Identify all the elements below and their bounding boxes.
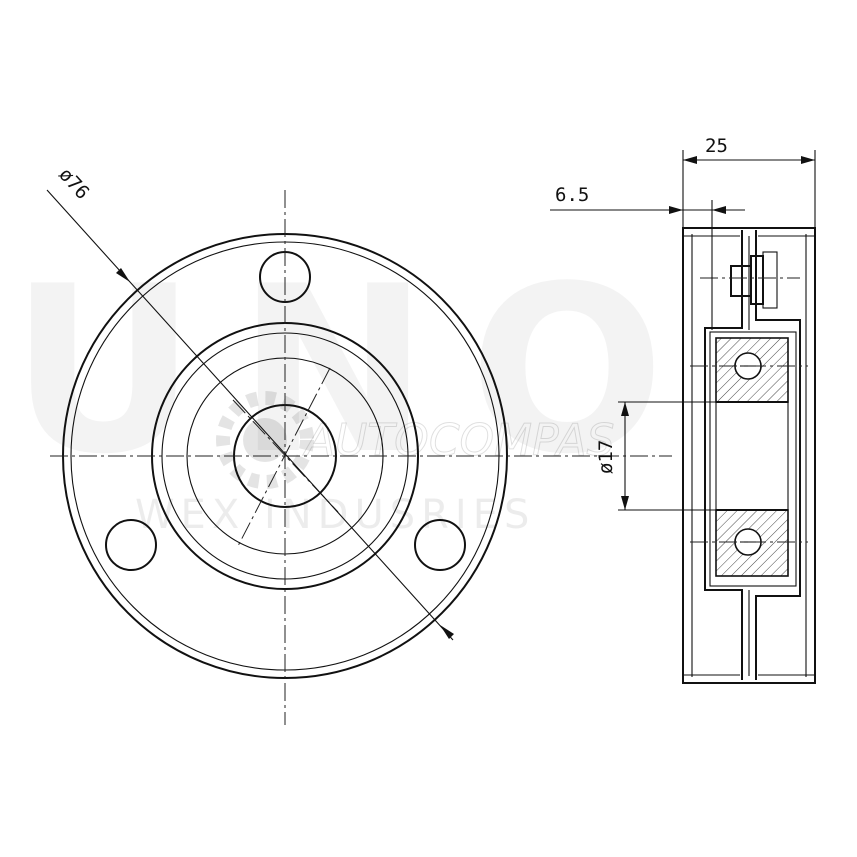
side-section-view: 25 6.5 ø17 xyxy=(550,135,816,684)
offset-label: 6.5 xyxy=(555,184,589,206)
bore-diameter-label: ø17 xyxy=(595,440,617,474)
watermark: UNO AUTOCOMPAS WEX INDUSRIES xyxy=(10,238,705,538)
diagonal-centerline-2 xyxy=(237,367,331,547)
diameter-leader xyxy=(46,189,454,641)
arrowhead xyxy=(116,268,130,282)
pulley-outline xyxy=(682,227,816,684)
mount-hole-right xyxy=(414,519,466,571)
watermark-company: AUTOCOMPAS xyxy=(302,415,615,466)
watermark-tagline: WEX INDUSRIES xyxy=(135,492,535,538)
bearing-housing xyxy=(709,331,797,587)
watermark-gear-icon xyxy=(216,391,314,489)
bolt-washer xyxy=(762,251,778,309)
mount-hole-left xyxy=(105,519,157,571)
outer-diameter-label: ø76 xyxy=(54,164,93,204)
watermark-brand: UNO xyxy=(10,238,705,505)
web-left-edge xyxy=(704,230,743,680)
arrowhead xyxy=(440,625,454,639)
width-label: 25 xyxy=(705,135,728,157)
